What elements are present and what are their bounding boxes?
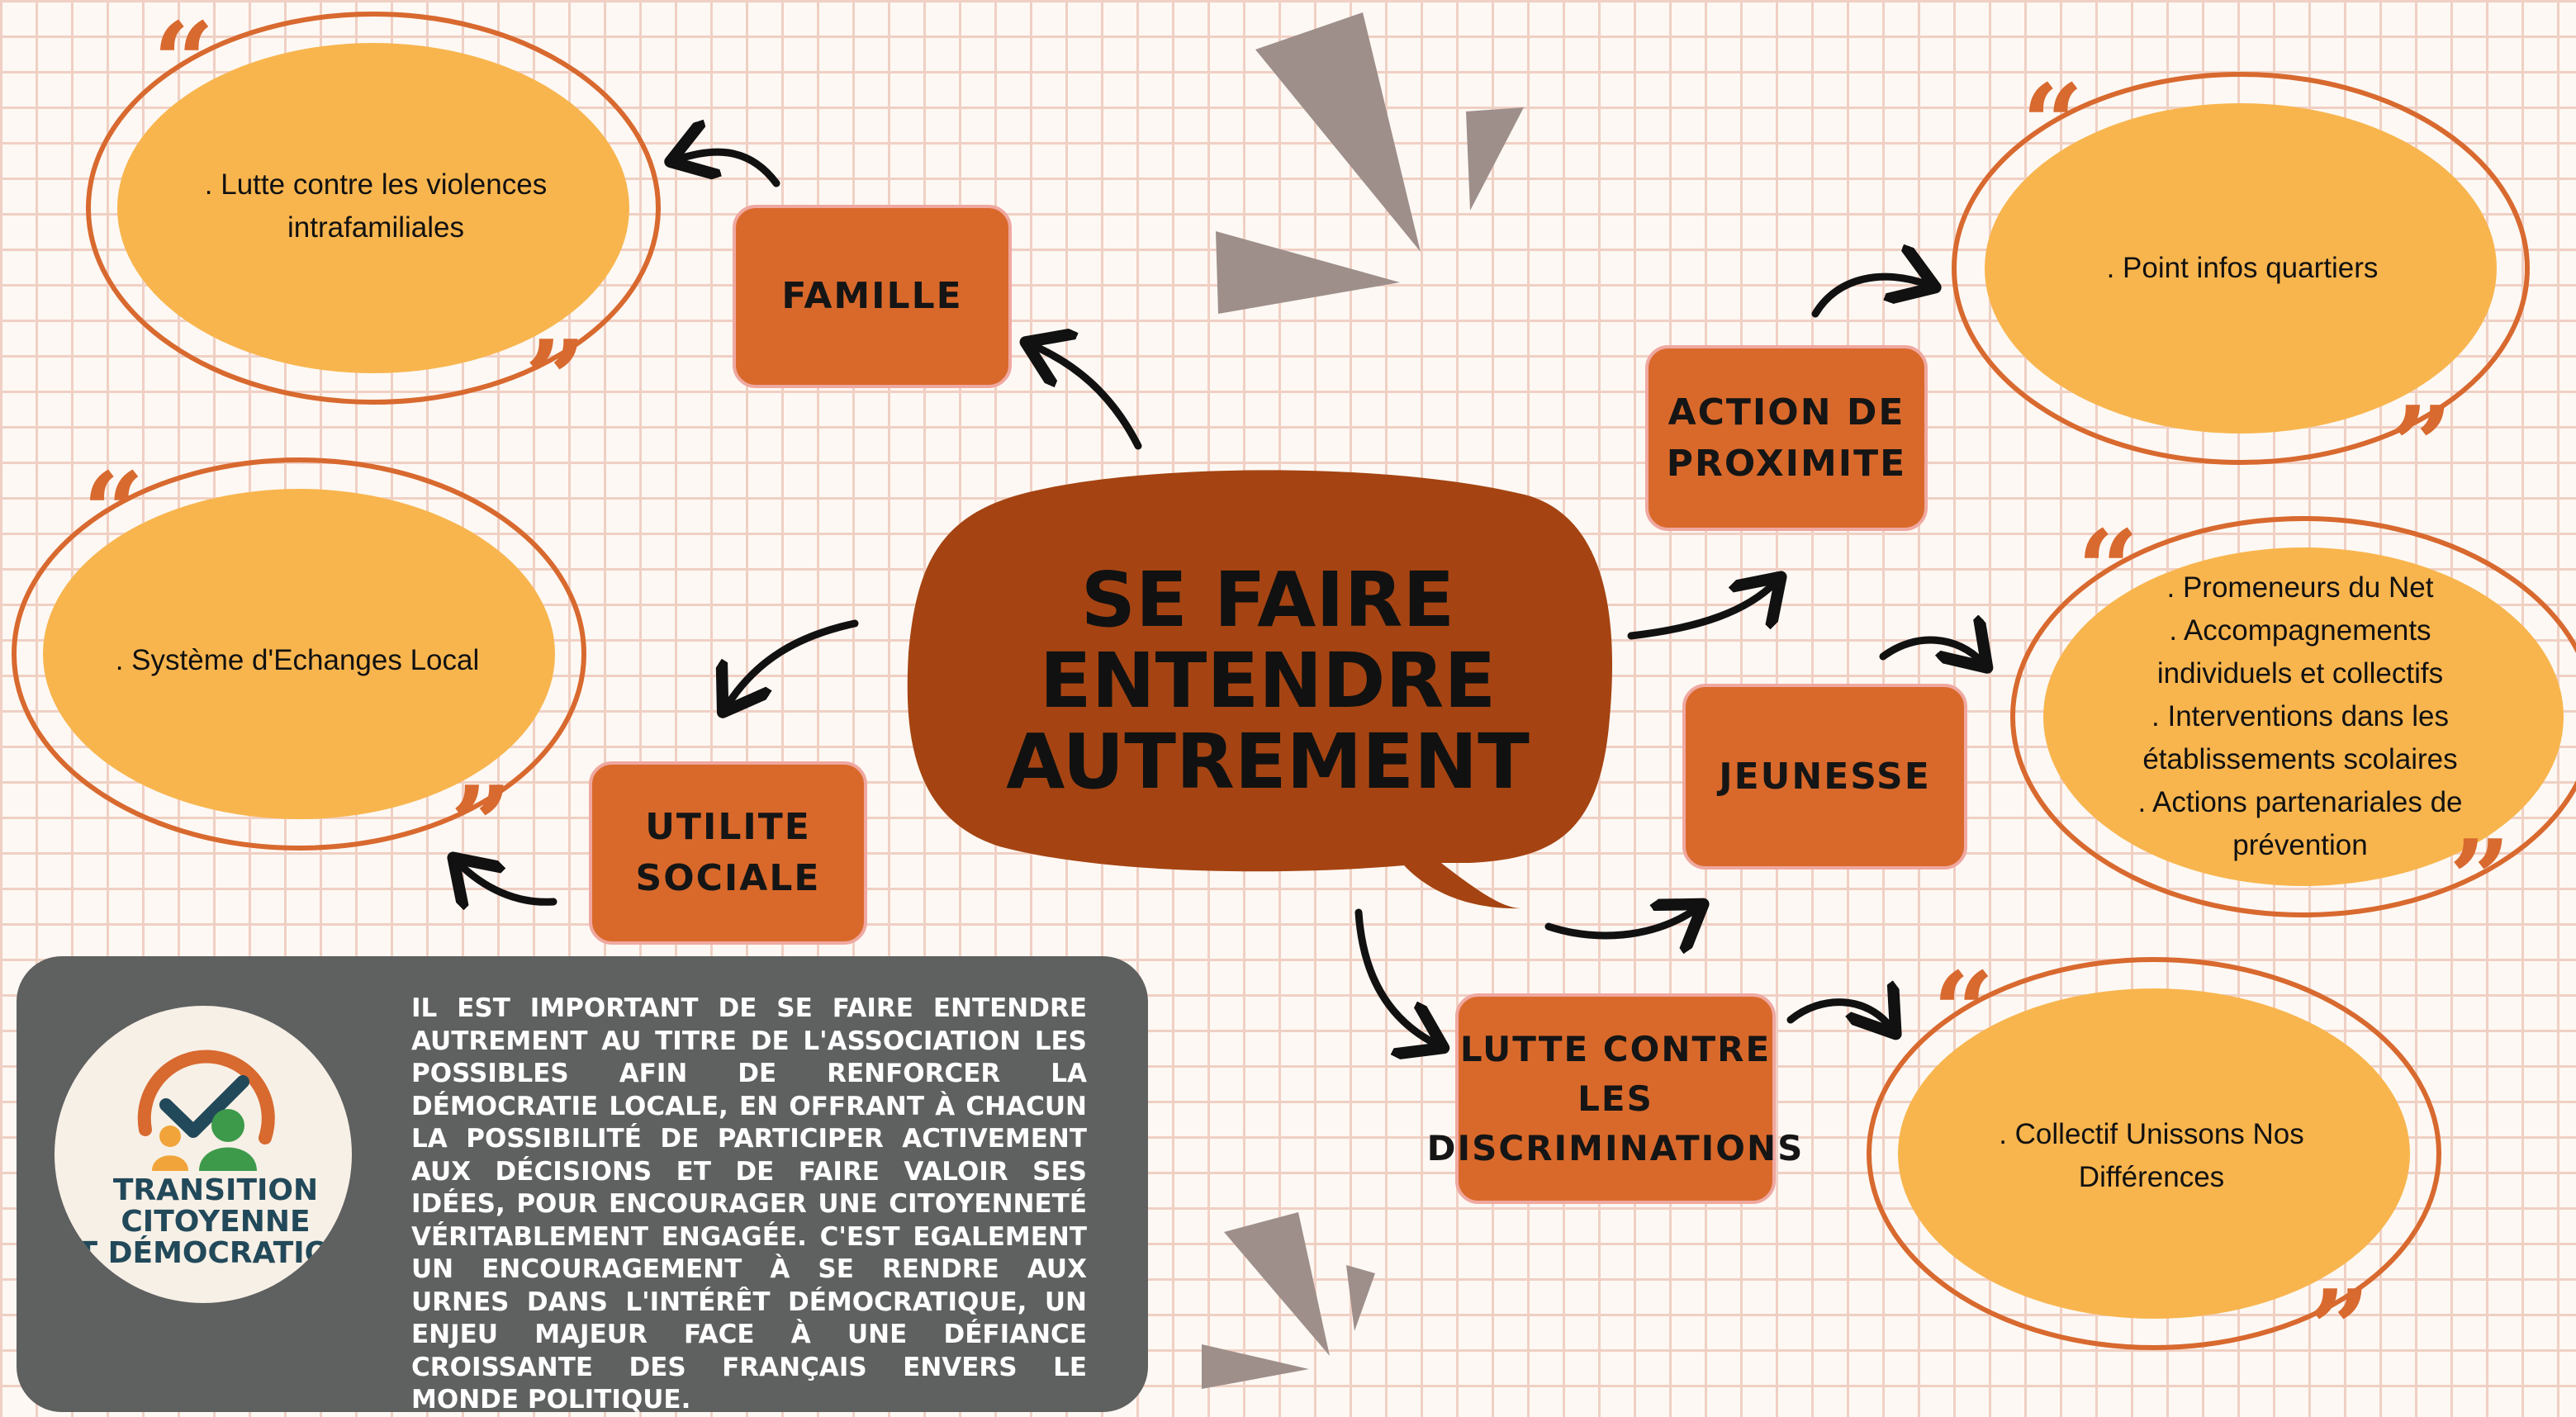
quote-open-icon: “ [1933,948,1995,1074]
bubble-utilite-text: . Système d'Echanges Local [115,644,480,676]
decor-triangle [1466,107,1524,211]
arrow-utilite-to-bubble [458,863,557,902]
quote-close-icon: ” [2449,816,2511,942]
bubble-famille-shape [86,12,661,405]
bubble-jeunesse-text: . Promeneurs du Net . Accompagnements in… [2137,571,2463,861]
category-utilite-sociale: UTILITE SOCIALE [589,761,867,945]
decor-triangle [1255,12,1421,252]
quote-open-icon: “ [83,448,145,575]
category-action-proximite: ACTION DE PROXIMITE [1645,345,1928,531]
quote-close-icon: ” [2391,382,2453,509]
decor-triangle [1224,1212,1330,1356]
logo-icon [137,1050,275,1171]
arrow-center-to-famille [1032,345,1142,450]
decor-triangle [1216,231,1400,314]
arrow-center-to-jeunesse [1544,908,1697,936]
quote-open-icon: “ [2022,60,2084,187]
category-jeunesse: JEUNESSE [1682,684,1967,870]
bubble-utilite-shape [12,457,586,851]
bubble-proximite-text: . Point infos quartiers [2106,252,2379,284]
arrow-jeunesse-to-bubble [1879,640,1982,662]
arrow-center-to-discriminations [1354,908,1437,1045]
central-title: SE FAIRE ENTENDRE AUTREMENT [1006,556,1530,806]
info-paragraph: Il est important de se faire entendre au… [411,993,1087,1415]
quote-close-icon: ” [450,762,512,889]
quote-close-icon: ” [524,316,586,443]
decor-triangle [1202,1344,1309,1389]
association-logo: TRANSITION CITOYENNE ET DÉMOCRATIQUE [55,1006,352,1303]
logo-text: TRANSITION CITOYENNE ET DÉMOCRATIQUE [56,1173,352,1270]
bubble-discriminations-text: . Collectif Unissons Nos Différences [1999,1118,2304,1193]
bubble-discriminations-shape [1867,957,2441,1350]
arrow-famille-to-bubble [677,152,780,187]
bubble-jeunesse-shape [2010,516,2576,917]
connector-arrows [458,152,1982,1045]
bubble-famille-text: . Lutte contre les violences intrafamili… [204,168,548,244]
arrow-center-to-proximite [1627,582,1776,640]
category-famille: FAMILLE [733,205,1012,388]
quote-open-icon: “ [2077,506,2139,633]
quote-close-icon: ” [2308,1266,2370,1392]
central-speech-bubble [907,470,1613,909]
quote-marks: “ ” “ ” “ ” “ ” “ ” [83,0,2511,1392]
arrow-discriminations-to-bubble [1786,1002,1891,1028]
arrow-center-to-utilite [727,619,859,706]
decor-triangle [1346,1265,1375,1331]
quote-open-icon: “ [153,0,215,125]
arrow-proximite-to-bubble [1811,277,1928,318]
category-lutte-discriminations: LUTTE CONTRE LES DISCRIMINATIONS [1427,993,1802,1204]
bubble-proximite-shape [1952,72,2530,465]
